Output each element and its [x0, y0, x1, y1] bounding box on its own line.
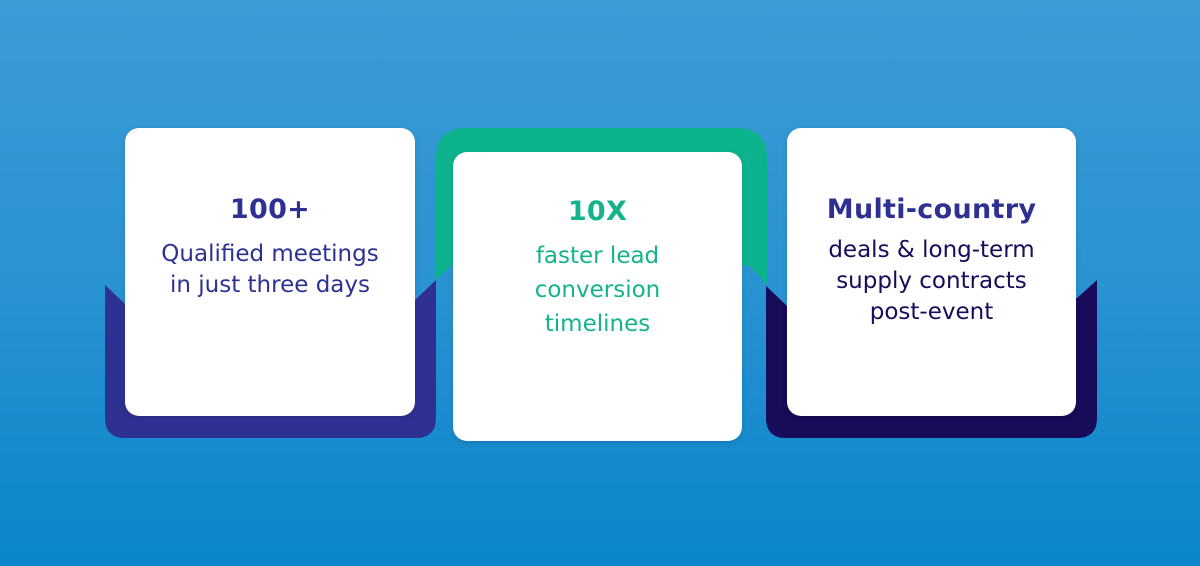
stat-card-conversion: 10X faster lead conversion timelines — [453, 152, 742, 441]
stat-description: Qualified meetings in just three days — [125, 239, 415, 301]
stat-value: Multi-country — [826, 194, 1037, 225]
stat-value: 10X — [567, 196, 628, 227]
stat-card-deals: Multi-country deals & long-term supply c… — [787, 128, 1076, 416]
desc-line: timelines — [544, 311, 651, 337]
desc-line: in just three days — [169, 272, 370, 298]
desc-line: post-event — [869, 299, 994, 325]
desc-line: faster lead — [535, 243, 660, 269]
stat-value: 100+ — [229, 194, 311, 225]
stat-description: deals & long-term supply contracts post-… — [787, 235, 1076, 328]
stat-description: faster lead conversion timelines — [453, 239, 742, 341]
desc-line: Qualified meetings — [161, 241, 379, 267]
desc-line: deals & long-term — [828, 237, 1035, 263]
desc-line: conversion — [534, 277, 661, 303]
stat-card-meetings: 100+ Qualified meetings in just three da… — [125, 128, 415, 416]
desc-line: supply contracts — [836, 268, 1027, 294]
